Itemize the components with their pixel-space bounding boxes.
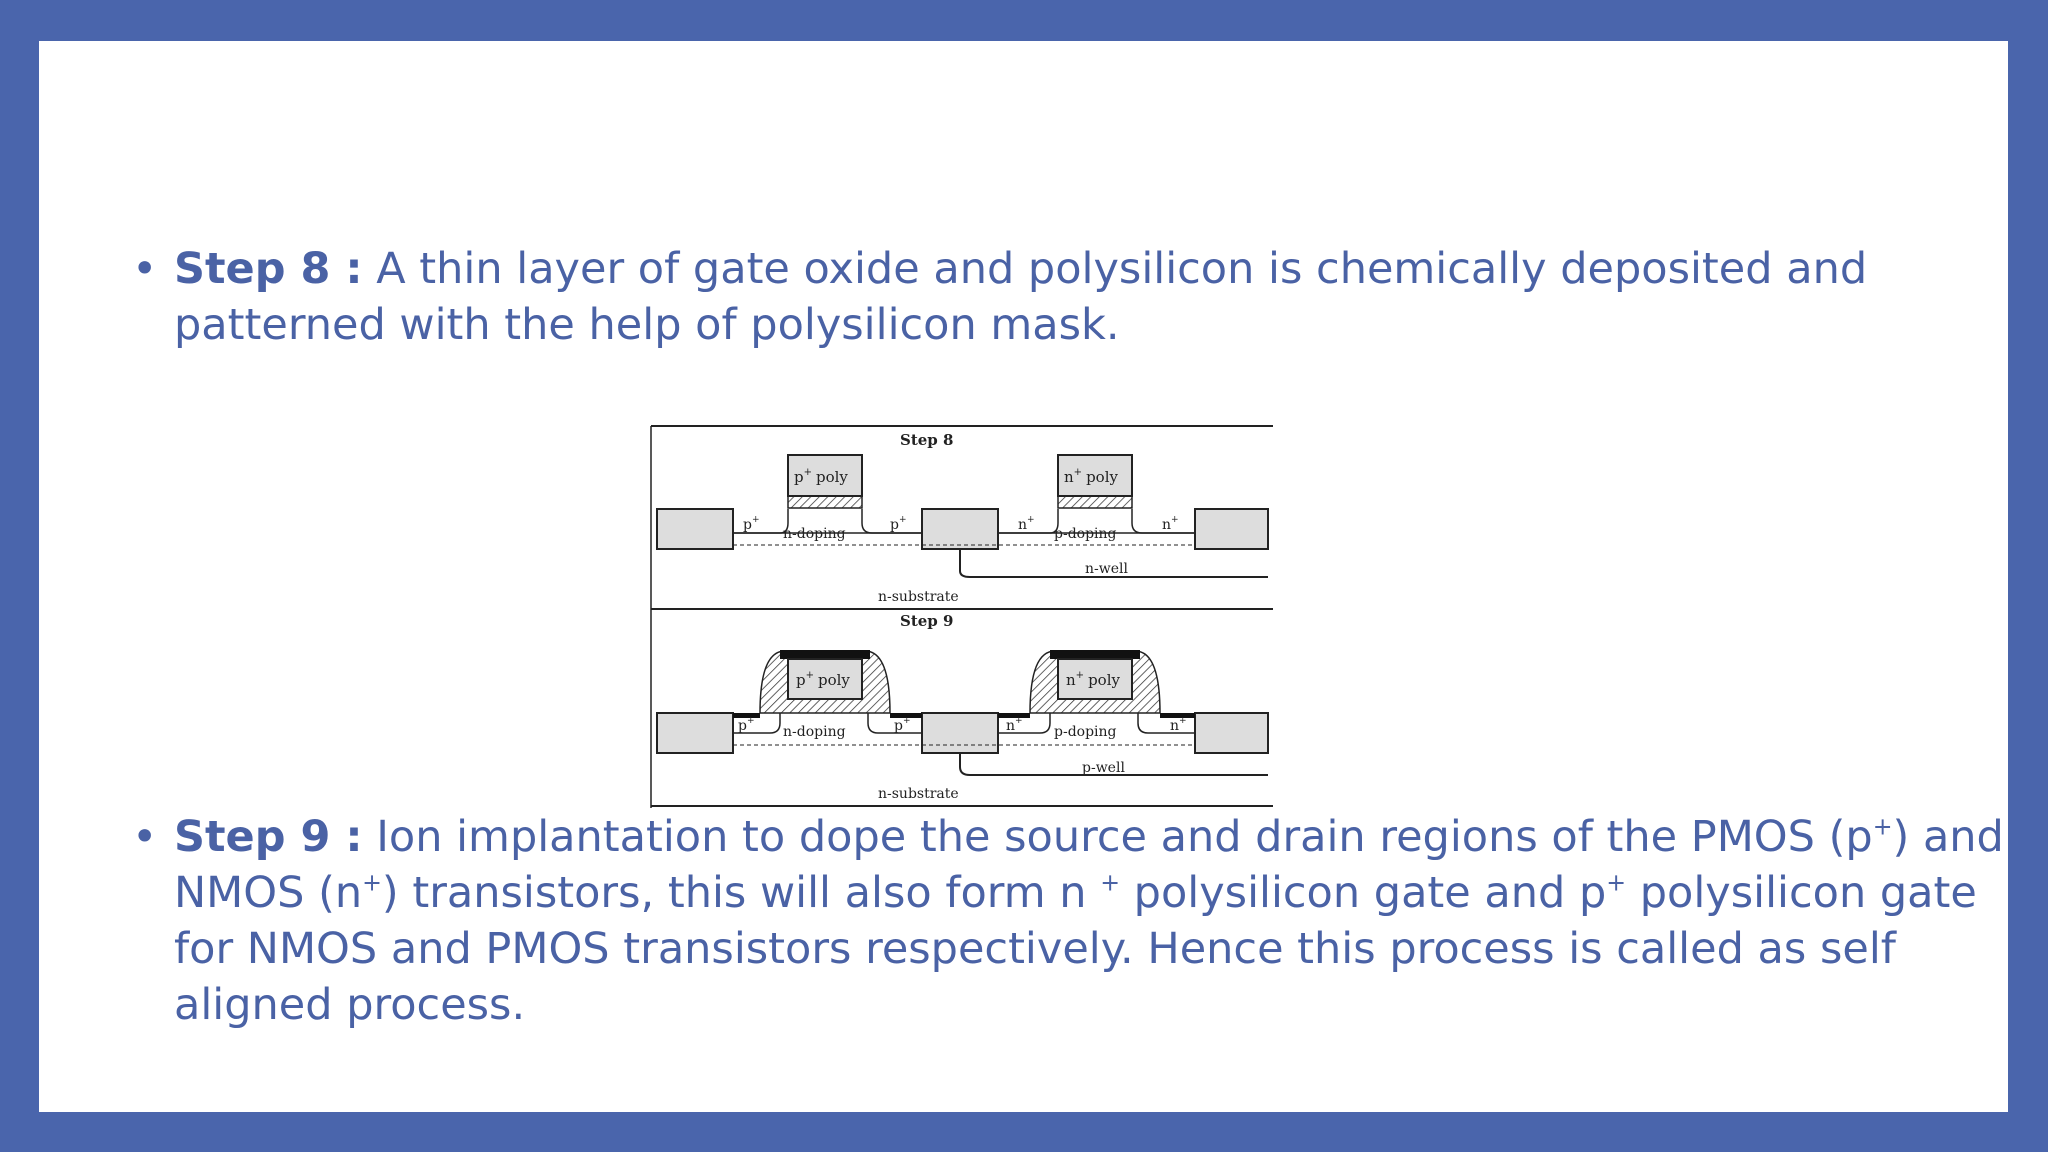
contact-bar — [1160, 713, 1195, 718]
gate-label: n+poly — [1066, 670, 1120, 689]
cmos-process-diagram: Step 8 p+poly n+poly — [610, 383, 1404, 811]
diffusion-label: p+ — [738, 716, 755, 734]
well-boundary — [959, 753, 1268, 776]
diffusion-label: n+ — [1018, 515, 1035, 533]
well-label: p-well — [1082, 760, 1125, 776]
junction-curve — [1137, 713, 1195, 734]
field-oxide-left — [656, 508, 734, 550]
gate-oxide — [787, 495, 863, 509]
gate-cap — [780, 650, 870, 659]
junction-curve — [998, 713, 1051, 734]
diffusion-label: n+ — [1006, 716, 1023, 734]
field-oxide-middle — [921, 712, 999, 754]
contact-bar — [998, 713, 1030, 718]
junction-curve — [867, 713, 922, 734]
diffusion-label: n+ — [1162, 515, 1179, 533]
step-heading: Step 8 : — [174, 244, 363, 294]
contact-bar — [733, 713, 760, 718]
field-oxide-right — [1194, 508, 1269, 550]
diffusion-label: p+ — [743, 515, 760, 533]
bullet-marker: • — [132, 812, 158, 862]
slide: • Step 8 : A thin layer of gate oxide an… — [39, 41, 2008, 1112]
diffusion-label: p+ — [894, 716, 911, 734]
bullet-text: Step 8 : A thin layer of gate oxide and … — [174, 241, 2014, 353]
doping-label: n-doping — [783, 724, 846, 740]
pmos-gate-poly — [787, 658, 863, 700]
doping-label: n-doping — [783, 526, 846, 542]
step-heading: Step 9 : — [174, 812, 363, 862]
step9-title: Step 9 — [900, 612, 953, 630]
doping-label: p-doping — [1054, 724, 1117, 740]
junction-curve — [733, 509, 789, 534]
contact-bar — [890, 713, 922, 718]
gate-label: p+poly — [794, 467, 848, 486]
substrate-label: n-substrate — [878, 589, 959, 605]
well-label: n-well — [1085, 561, 1128, 577]
diffusion-label: p+ — [890, 515, 907, 533]
nmos-gate-poly — [1057, 454, 1133, 497]
step8-title: Step 8 — [900, 431, 953, 449]
field-oxide-left — [656, 712, 734, 754]
junction-curve — [998, 509, 1059, 534]
field-oxide-right — [1194, 712, 1269, 754]
junction-curve — [733, 713, 781, 734]
gate-oxide — [1057, 495, 1133, 509]
field-oxide-middle — [921, 508, 999, 550]
nmos-gate-poly — [1057, 658, 1133, 700]
substrate-label: n-substrate — [878, 786, 959, 802]
bullet-text: Step 9 : Ion implantation to dope the so… — [174, 809, 2014, 1033]
diffusion-label: n+ — [1170, 716, 1187, 734]
junction-curve — [861, 509, 922, 534]
step-body: Ion implantation to dope the source and … — [174, 812, 2004, 1030]
step-body: A thin layer of gate oxide and polysilic… — [174, 244, 1868, 350]
junction-curve — [1131, 509, 1195, 534]
step9-panel: Step 9 p+poly n+poly — [656, 612, 1269, 802]
doping-label: p-doping — [1054, 526, 1117, 542]
gate-label: n+poly — [1064, 467, 1118, 486]
gate-label: p+poly — [796, 670, 850, 689]
well-boundary — [959, 549, 1268, 578]
step8-panel: Step 8 p+poly n+poly — [656, 431, 1269, 605]
bullet-marker: • — [132, 244, 158, 294]
gate-cap — [1050, 650, 1140, 659]
